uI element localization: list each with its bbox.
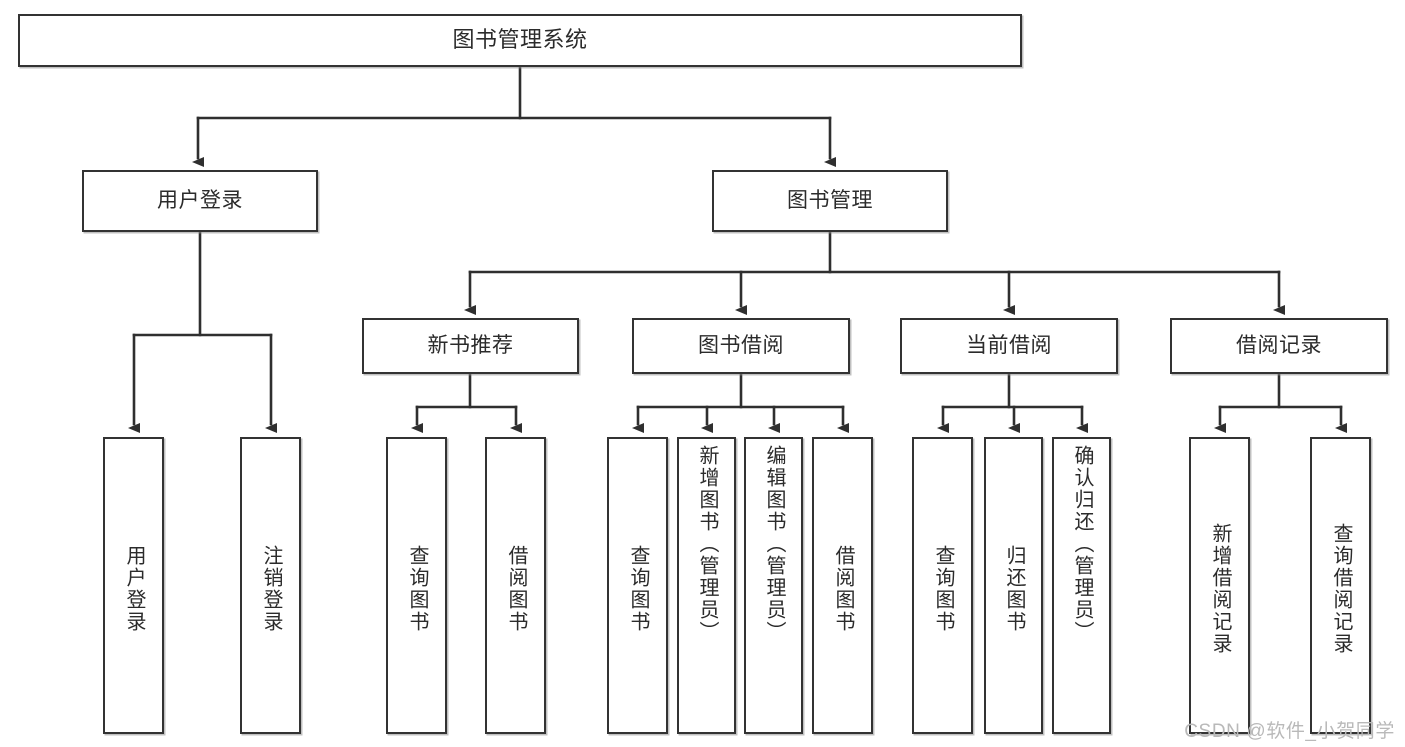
leaf-logout-label: 注销登录: [260, 544, 282, 633]
node-current-borrow-label: 当前借阅: [966, 334, 1052, 358]
leaf-query-book-2-label: 查询图书: [627, 544, 649, 633]
leaf-user-login[interactable]: 用户登录: [103, 437, 164, 734]
leaf-add-borrow-record[interactable]: 新增借阅记录: [1189, 437, 1250, 734]
leaf-edit-book-label: 编辑图书（管理员）: [763, 445, 785, 643]
node-root-label: 图书管理系统: [452, 27, 588, 53]
leaf-borrow-book-2[interactable]: 借阅图书: [812, 437, 873, 734]
leaf-borrow-book-2-label: 借阅图书: [832, 544, 854, 633]
leaf-query-book-2[interactable]: 查询图书: [607, 437, 668, 734]
leaf-add-book-label: 新增图书（管理员）: [696, 445, 718, 643]
leaf-logout[interactable]: 注销登录: [240, 437, 301, 734]
leaf-query-book-1-label: 查询图书: [406, 544, 428, 633]
leaf-query-book-3-label: 查询图书: [932, 544, 954, 633]
leaf-add-borrow-record-label: 新增借阅记录: [1209, 522, 1231, 655]
node-borrow-record[interactable]: 借阅记录: [1170, 318, 1388, 374]
node-borrow-record-label: 借阅记录: [1236, 334, 1322, 358]
leaf-confirm-return-label: 确认归还（管理员）: [1071, 445, 1093, 643]
node-user-login-label: 用户登录: [157, 189, 243, 213]
node-user-login[interactable]: 用户登录: [82, 170, 318, 232]
node-new-book-recommend-label: 新书推荐: [427, 334, 514, 358]
leaf-add-book[interactable]: 新增图书（管理员）: [677, 437, 736, 734]
leaf-return-book-label: 归还图书: [1003, 544, 1025, 633]
leaf-user-login-label: 用户登录: [123, 544, 145, 633]
leaf-edit-book[interactable]: 编辑图书（管理员）: [744, 437, 803, 734]
leaf-query-book-1[interactable]: 查询图书: [386, 437, 447, 734]
leaf-query-book-3[interactable]: 查询图书: [912, 437, 973, 734]
leaf-query-borrow-record-label: 查询借阅记录: [1330, 522, 1352, 655]
node-root[interactable]: 图书管理系统: [18, 14, 1022, 67]
leaf-borrow-book-1[interactable]: 借阅图书: [485, 437, 546, 734]
node-book-borrow-label: 图书借阅: [698, 334, 784, 358]
node-current-borrow[interactable]: 当前借阅: [900, 318, 1118, 374]
node-book-borrow[interactable]: 图书借阅: [632, 318, 850, 374]
leaf-confirm-return[interactable]: 确认归还（管理员）: [1052, 437, 1111, 734]
watermark: CSDN @软件_小贺同学: [1184, 721, 1395, 742]
node-new-book-recommend[interactable]: 新书推荐: [362, 318, 579, 374]
leaf-borrow-book-1-label: 借阅图书: [505, 544, 527, 633]
node-book-manage-label: 图书管理: [787, 189, 873, 213]
leaf-query-borrow-record[interactable]: 查询借阅记录: [1310, 437, 1371, 734]
node-book-manage[interactable]: 图书管理: [712, 170, 948, 232]
leaf-return-book[interactable]: 归还图书: [984, 437, 1043, 734]
